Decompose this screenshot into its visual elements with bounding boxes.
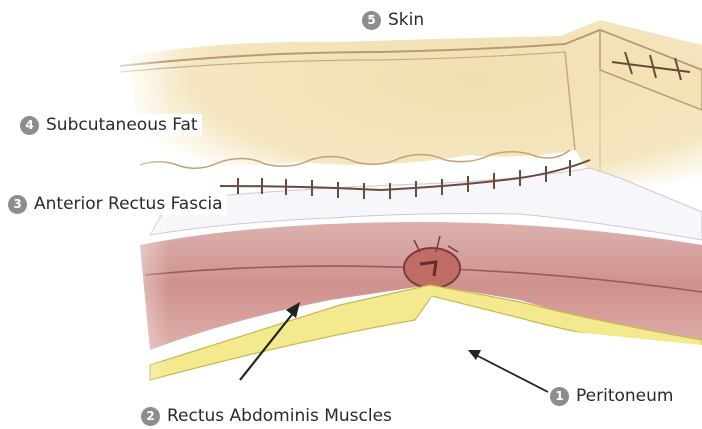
label-peritoneum-text: Peritoneum — [576, 386, 673, 406]
marker-2-icon: 2 — [141, 407, 160, 426]
left-fade — [90, 30, 170, 400]
marker-4-icon: 4 — [20, 116, 39, 135]
label-rectus-abdominis-muscles: 2 Rectus Abdominis Muscles — [139, 405, 396, 427]
label-subcutaneous-fat: 4 Subcutaneous Fat — [18, 114, 202, 136]
label-skin: 5 Skin — [360, 9, 428, 31]
label-anterior-rectus-fascia-text: Anterior Rectus Fascia — [34, 194, 223, 214]
label-subcutaneous-fat-text: Subcutaneous Fat — [46, 115, 198, 135]
label-anterior-rectus-fascia: 3 Anterior Rectus Fascia — [6, 193, 227, 215]
label-peritoneum: 1 Peritoneum — [548, 385, 677, 407]
label-rectus-abdominis-muscles-text: Rectus Abdominis Muscles — [167, 406, 392, 426]
marker-1-icon: 1 — [550, 387, 569, 406]
label-skin-text: Skin — [388, 10, 424, 30]
marker-5-icon: 5 — [362, 11, 381, 30]
marker-3-icon: 3 — [8, 195, 27, 214]
